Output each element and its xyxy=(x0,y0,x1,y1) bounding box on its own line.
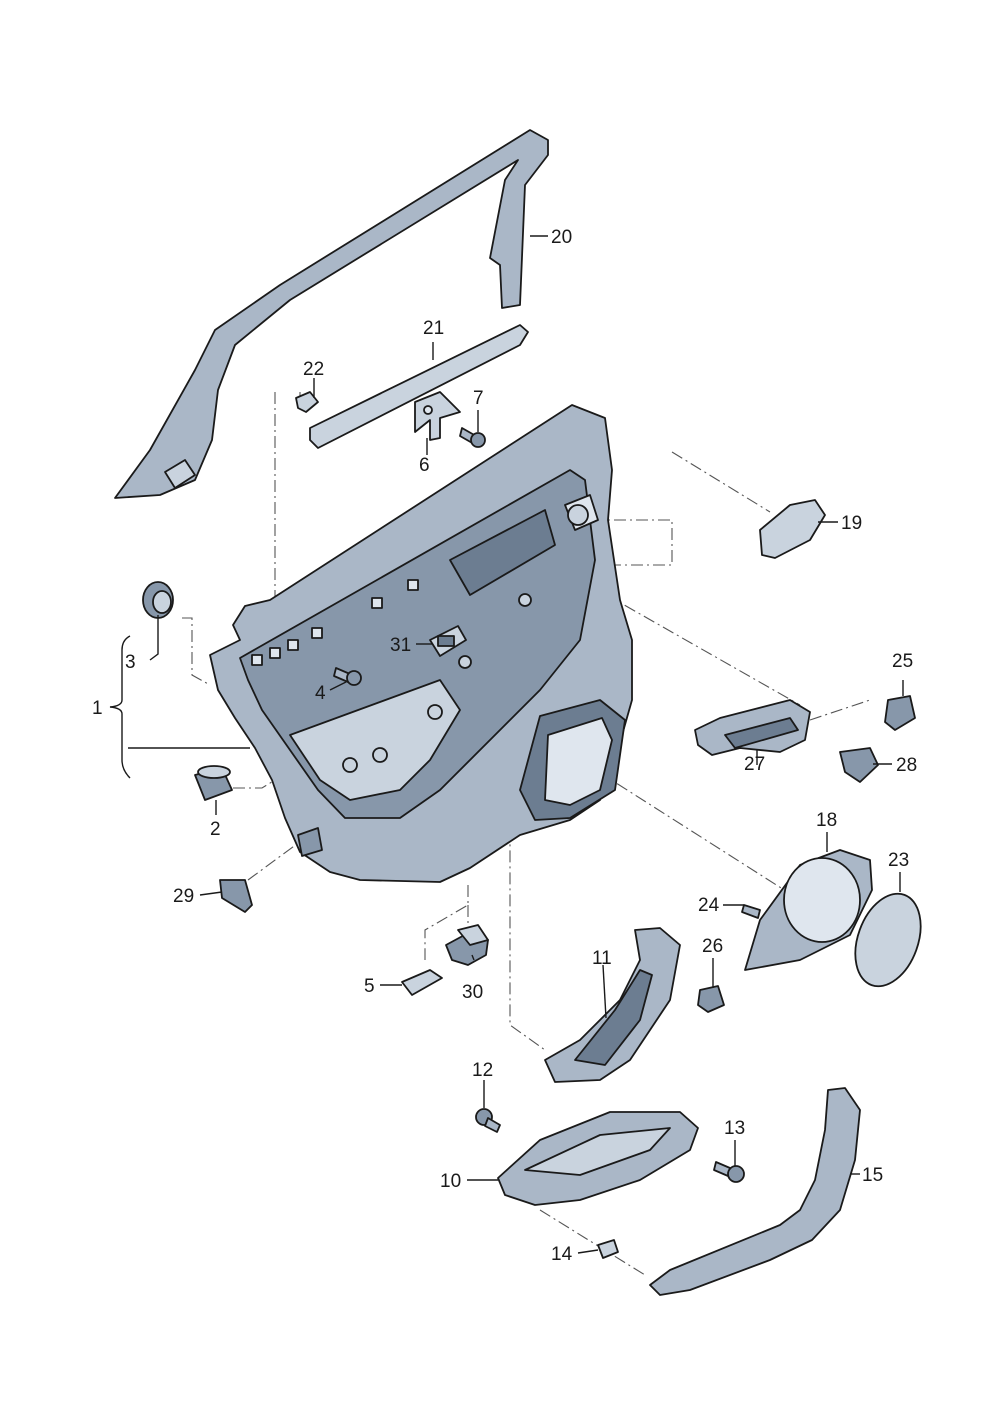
callout-labels: 20 21 22 7 6 19 31 4 3 1 2 29 5 30 25 28… xyxy=(92,227,917,1265)
callout-11: 11 xyxy=(592,948,612,969)
part-12-screw xyxy=(475,1108,501,1133)
callout-15: 15 xyxy=(862,1165,883,1186)
part-4-screw xyxy=(333,667,362,686)
part-20-window-frame-trim xyxy=(114,129,549,499)
callout-4: 4 xyxy=(315,683,326,704)
part-3-grommet xyxy=(142,581,174,619)
part-26-cap xyxy=(697,985,725,1013)
callout-22: 22 xyxy=(303,359,324,380)
callout-1: 1 xyxy=(92,698,103,719)
callout-30: 30 xyxy=(462,982,483,1003)
callout-21: 21 xyxy=(423,318,444,339)
callout-10: 10 xyxy=(440,1171,461,1192)
part-19-cover-cap xyxy=(759,499,826,559)
callout-13: 13 xyxy=(724,1118,745,1139)
callout-28: 28 xyxy=(896,755,917,776)
callout-19: 19 xyxy=(841,513,862,534)
callout-20: 20 xyxy=(551,227,572,248)
part-2-cap xyxy=(194,765,233,801)
callout-7: 7 xyxy=(473,388,484,409)
callout-24: 24 xyxy=(698,895,720,916)
part-5-clip xyxy=(401,969,443,996)
part-7-screw xyxy=(459,427,486,448)
part-22-clip xyxy=(295,391,319,413)
callout-2: 2 xyxy=(210,819,221,840)
part-28-switch xyxy=(839,747,879,783)
callout-27: 27 xyxy=(744,754,765,775)
part-6-bracket xyxy=(414,391,461,441)
part-25-cap xyxy=(884,695,916,731)
part-31-switch-frame xyxy=(429,625,467,657)
callout-29: 29 xyxy=(173,886,194,907)
part-30-connector xyxy=(445,924,489,966)
callout-14: 14 xyxy=(551,1244,573,1265)
callout-26: 26 xyxy=(702,936,723,957)
part-10-armrest xyxy=(497,1111,699,1206)
part-29-courtesy-lamp xyxy=(219,879,253,913)
part-14-clip xyxy=(597,1239,619,1259)
callout-12: 12 xyxy=(472,1060,493,1081)
leader-lines xyxy=(109,235,904,1254)
callout-23: 23 xyxy=(888,850,909,871)
part-21-trim-strip xyxy=(309,324,529,449)
part-15-lower-trim-strip xyxy=(649,1087,861,1296)
callout-3: 3 xyxy=(125,652,136,673)
part-27-door-handle xyxy=(694,699,811,756)
callout-25: 25 xyxy=(892,651,913,672)
callout-31: 31 xyxy=(390,635,411,656)
part-11-pull-handle xyxy=(544,927,681,1083)
callout-5: 5 xyxy=(364,976,375,997)
callout-18: 18 xyxy=(816,810,837,831)
part-23-speaker-grille xyxy=(854,892,922,988)
callout-6: 6 xyxy=(419,455,430,476)
part-18-speaker-trim-frame xyxy=(744,849,873,971)
part-13-screw xyxy=(713,1161,745,1183)
part-24-screw xyxy=(741,904,761,919)
